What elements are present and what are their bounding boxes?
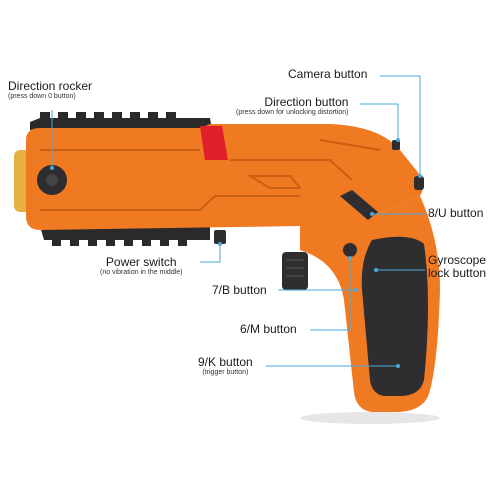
power-switch-title: Power switch xyxy=(105,255,177,269)
leader-direction-button xyxy=(360,103,399,140)
red-accent xyxy=(200,126,228,160)
leader-m-button xyxy=(310,258,351,331)
m-button-title: 6/M button xyxy=(240,322,297,336)
power-switch-slider xyxy=(214,230,226,244)
floor-shadow xyxy=(300,412,440,424)
trigger-block xyxy=(282,252,308,290)
trigger-block-ridges xyxy=(286,259,304,277)
top-rail xyxy=(30,118,212,130)
callout-power-switch: Power switch (no vibration in the middle… xyxy=(100,255,183,277)
k-button-note: (trigger button) xyxy=(202,369,249,377)
u-button-title: 8/U button xyxy=(428,206,484,220)
gyroscope-title-line1: Gyroscope xyxy=(428,253,487,267)
body-detail-lines xyxy=(40,139,381,211)
power-switch-note: (no vibration in the middle) xyxy=(100,269,183,277)
gyroscope-title-line2: lock button xyxy=(428,266,487,281)
callout-dots xyxy=(50,138,422,368)
callout-b-button: 7/B button xyxy=(212,283,267,297)
callout-k-button: 9/K button (trigger button) xyxy=(198,355,253,377)
callout-lines xyxy=(51,75,425,367)
bottom-rail xyxy=(40,226,210,240)
callout-gyroscope: Gyroscope lock button xyxy=(428,253,487,281)
callout-direction-button: Direction button (press down for unlocki… xyxy=(236,95,349,117)
callout-direction-rocker: Direction rocker (press down 0 button) xyxy=(8,79,93,101)
direction-rocker-center xyxy=(46,174,58,186)
callout-m-button: 6/M button xyxy=(240,322,297,336)
camera-button-knob xyxy=(414,176,424,190)
direction-rocker-note: (press down 0 button) xyxy=(8,93,76,101)
bottom-rail-teeth xyxy=(52,238,187,246)
u-button-lever xyxy=(340,190,378,220)
grip-panel xyxy=(361,236,428,396)
callout-u-button: 8/U button xyxy=(428,206,484,220)
k-button-title: 9/K button xyxy=(198,355,253,369)
callout-camera-button: Camera button xyxy=(288,67,368,81)
camera-button-title: Camera button xyxy=(288,67,368,81)
direction-button-title: Direction button xyxy=(264,95,349,109)
direction-button-note: (press down for unlocking distortion) xyxy=(236,109,349,117)
m-button-dot xyxy=(343,243,357,257)
direction-button-knob xyxy=(392,140,400,150)
b-button-title: 7/B button xyxy=(212,283,267,297)
gyroscope-button-dot xyxy=(364,264,376,276)
leader-camera-button xyxy=(380,75,421,176)
direction-rocker-title: Direction rocker xyxy=(8,79,93,93)
leader-power-switch xyxy=(200,244,221,263)
top-rail-teeth xyxy=(40,112,176,120)
